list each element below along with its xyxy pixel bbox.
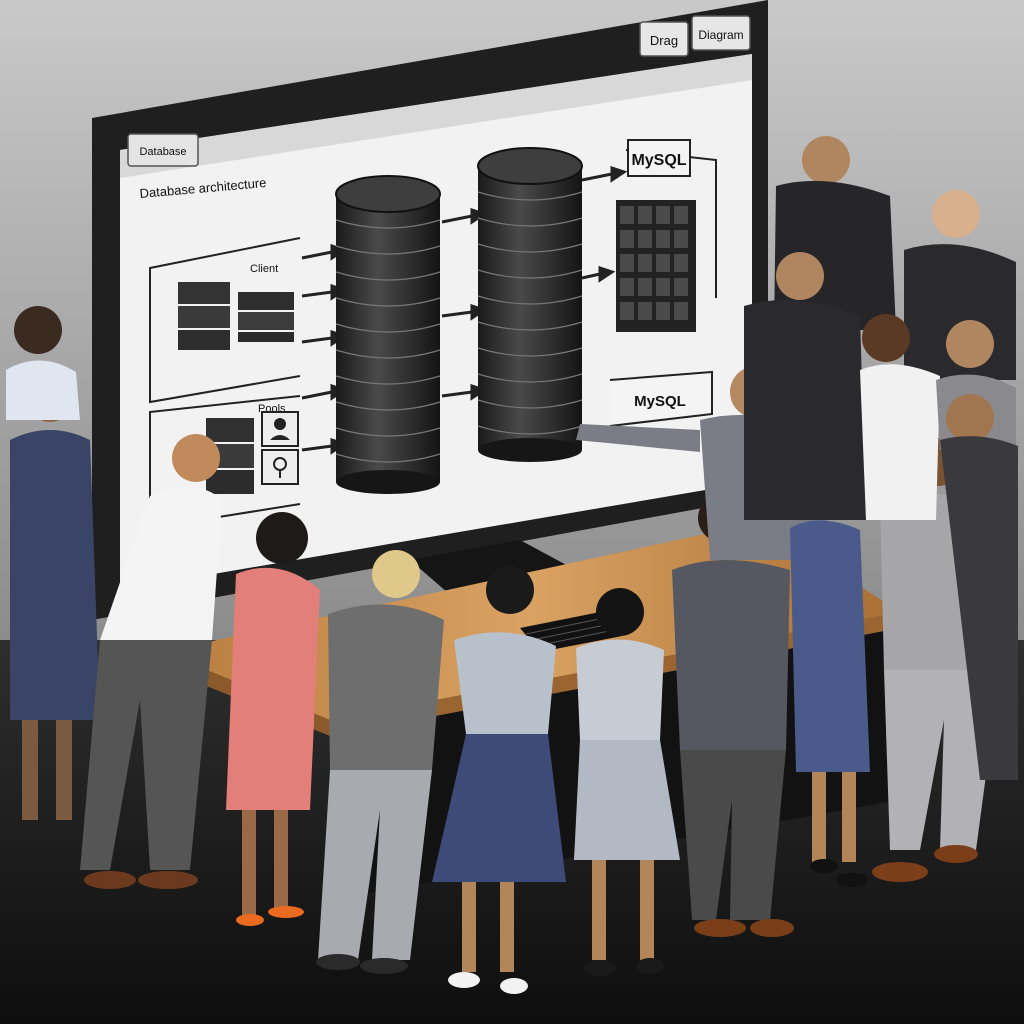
monitor-header-bar	[120, 54, 752, 178]
person-white-shirt	[80, 434, 222, 889]
person-gray-suit-center	[316, 550, 444, 974]
location-pin-icon	[261, 449, 299, 485]
user-icon	[261, 411, 299, 447]
person-navy-dress	[790, 464, 870, 887]
top-button-diagram[interactable]: Diagram	[691, 15, 751, 51]
group-top-frame	[149, 237, 301, 404]
group-top-label: Client	[250, 263, 278, 275]
drive-stack-icon	[238, 292, 294, 342]
panel-tag-label: Database	[139, 146, 186, 158]
top-button-diagram-label: Diagram	[698, 28, 743, 42]
person-back-row-6	[940, 394, 1018, 780]
server-stack-icon	[178, 282, 230, 350]
callout-mysql-top: MySQL	[625, 139, 717, 298]
callout-mysql-bottom-label: MySQL	[634, 393, 686, 410]
panel-tag[interactable]: Database	[127, 133, 199, 167]
person-blue-skirt	[432, 566, 566, 994]
person-left-front	[6, 306, 100, 820]
top-button-drag[interactable]: Drag	[639, 21, 689, 57]
database-cylinder-left	[335, 175, 441, 494]
top-button-drag-label: Drag	[650, 33, 678, 48]
monitor: Drag Diagram Database Database architect…	[92, 0, 768, 620]
group-bottom-frame	[149, 395, 301, 530]
person-pink-dress	[226, 512, 320, 926]
callout-mysql-top-label: MySQL	[631, 152, 686, 169]
person-back-row-3	[744, 252, 866, 520]
callout-mysql-bottom: MySQL	[609, 370, 713, 427]
person-light-dress	[574, 588, 680, 976]
grid-table-icon	[616, 200, 696, 332]
person-back-row-4	[860, 314, 940, 520]
database-cylinder-right	[477, 147, 583, 462]
